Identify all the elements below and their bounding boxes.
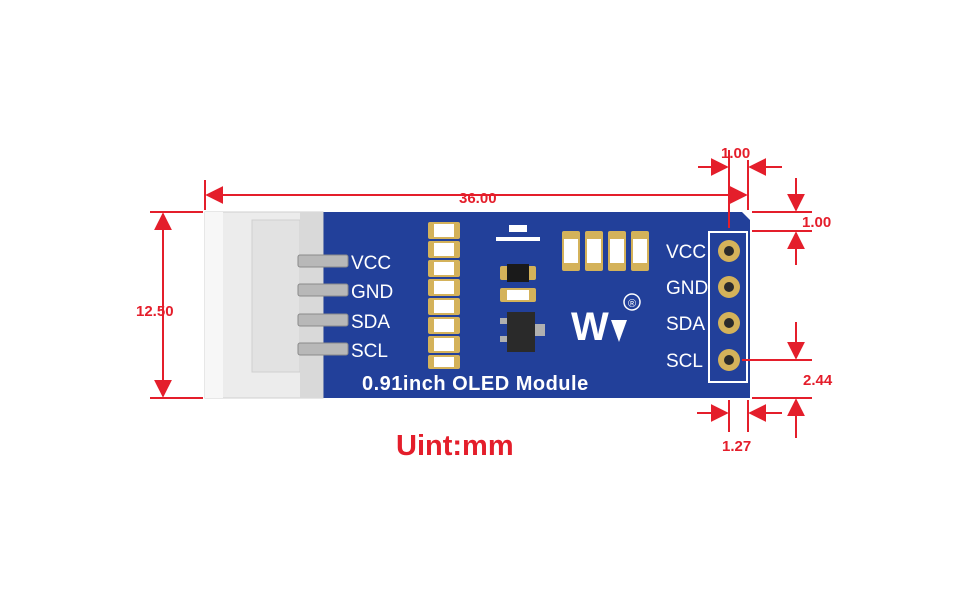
registered-icon (623, 293, 641, 311)
dim-length-label: 36.00 (459, 190, 497, 207)
dim-hole-offset-label: 1.27 (722, 438, 751, 455)
dimension-lines (150, 150, 812, 438)
smd-components-middle (496, 225, 545, 352)
logo-mark (611, 320, 627, 342)
unit-label: Uint:mm (396, 430, 514, 462)
smd-resistor-column (428, 222, 460, 369)
dim-pin-pitch-label: 2.44 (803, 372, 833, 389)
dim-hole-edge-x-label: 1.00 (721, 145, 750, 162)
smd-capacitor-row (562, 231, 649, 271)
right-pin-label: GND (666, 278, 708, 299)
brand-logo: W ® (571, 293, 641, 349)
right-pin-label: SCL (666, 351, 703, 372)
registered-mark: ® (628, 298, 636, 310)
pin-header-outline (708, 231, 748, 383)
left-pin-label: SCL (351, 341, 388, 362)
dim-hole-edge-y-label: 1.00 (802, 214, 831, 231)
connector-housing (204, 211, 324, 399)
connector-pins (297, 254, 349, 356)
left-pin-label: GND (351, 282, 393, 303)
board-title: 0.91inch OLED Module (362, 373, 589, 395)
right-pin-label: SDA (666, 314, 705, 335)
logo-letter: W (571, 305, 609, 349)
dim-height-label: 12.50 (136, 303, 174, 320)
left-pin-label: VCC (351, 253, 391, 274)
left-pin-label: SDA (351, 312, 390, 333)
pin-holes (718, 240, 740, 371)
right-pin-label: VCC (666, 242, 706, 263)
